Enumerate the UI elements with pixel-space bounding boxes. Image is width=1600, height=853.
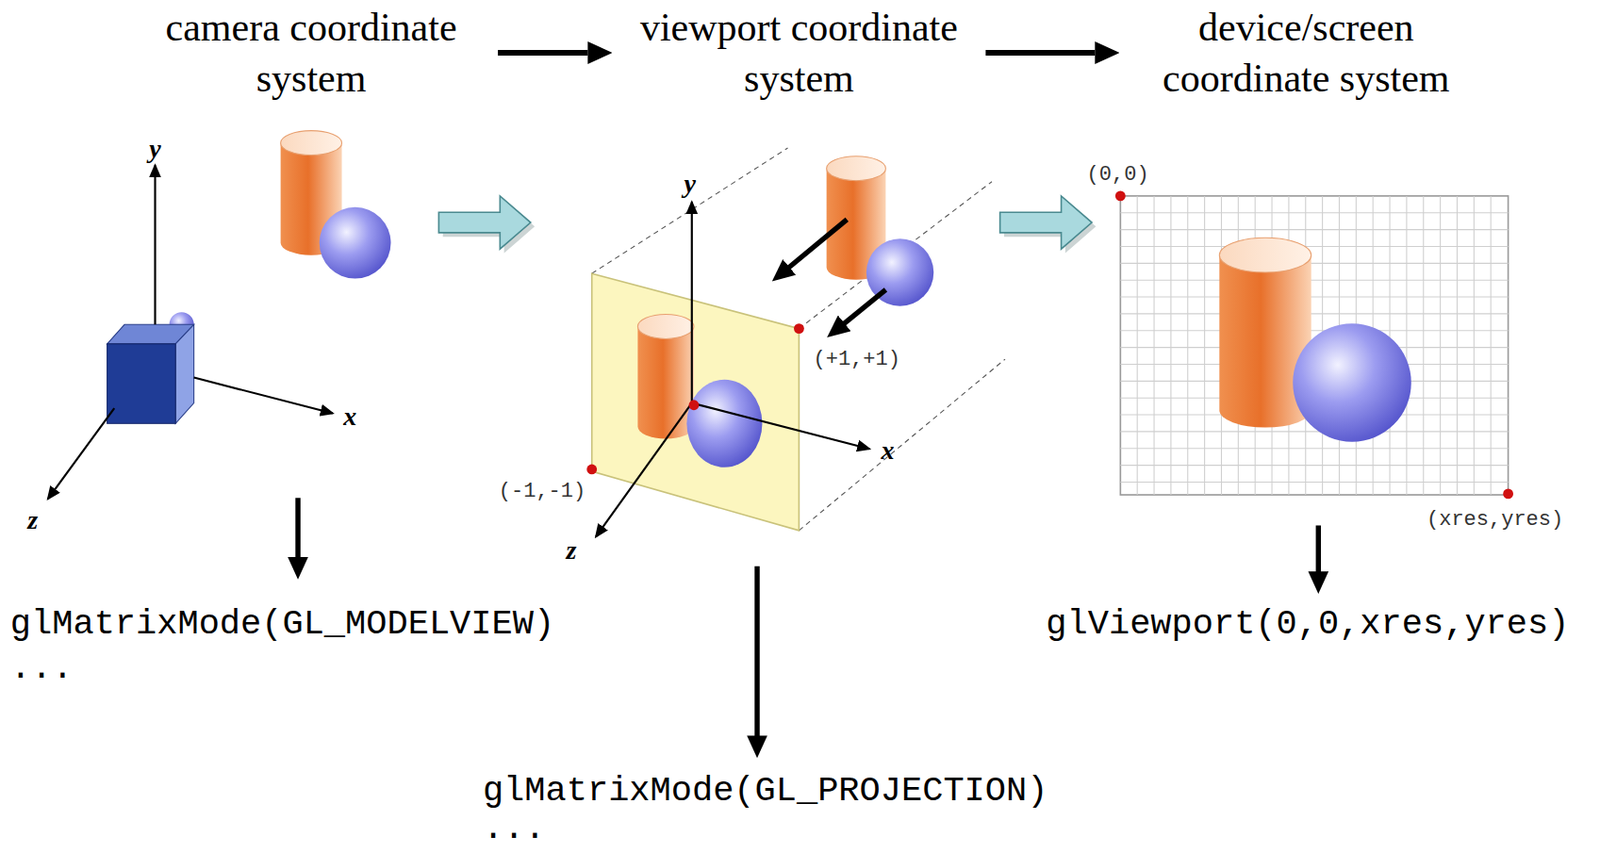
grid-line — [1204, 196, 1205, 495]
cylinder-top — [280, 131, 343, 156]
z-axis — [48, 408, 115, 499]
block-arrow — [438, 196, 530, 249]
heading-text: device/screen coordinate system — [1126, 1, 1485, 104]
corner-dot — [793, 323, 805, 334]
block-arrows — [438, 196, 1096, 254]
axis-label: x — [881, 436, 895, 465]
frustum-edge — [798, 359, 1006, 531]
grid-line — [1120, 229, 1508, 231]
grid-line — [1490, 196, 1492, 495]
view-plane — [592, 273, 800, 531]
down-arrow — [295, 497, 300, 560]
sphere — [1292, 323, 1412, 443]
grid-line — [1473, 196, 1475, 495]
projection-arrow — [788, 219, 848, 269]
code-line: glMatrixMode(GL_PROJECTION) — [482, 772, 1049, 810]
corner-dot — [1502, 489, 1514, 500]
corner-dot — [586, 464, 597, 476]
grid-line — [1422, 196, 1424, 495]
cylinder-top — [826, 156, 887, 182]
axis-label: y — [683, 169, 695, 198]
coordinate-label: (+1,+1) — [813, 347, 901, 373]
coordinate-label: (-1,-1) — [498, 479, 586, 505]
heading-text: viewport coordinate system — [619, 1, 978, 104]
corner-dot — [1115, 190, 1126, 201]
stage-heading: camera coordinate system — [131, 1, 491, 104]
block-arrow — [1000, 196, 1092, 249]
stage-arrow — [985, 49, 1095, 56]
code-line: glViewport(0,0,xres,yres) — [1045, 605, 1569, 644]
coordinate-label: (0,0) — [1087, 163, 1150, 188]
axis-label: x — [343, 402, 357, 431]
axis-label: z — [27, 506, 38, 535]
heading-text: camera coordinate system — [131, 1, 491, 104]
down-arrow — [1316, 525, 1321, 574]
x-axis — [692, 403, 870, 450]
stage-heading: viewport coordinate system — [619, 1, 978, 104]
code-line: glMatrixMode(GL_MODELVIEW) — [10, 605, 555, 644]
grid-line — [1137, 196, 1139, 495]
origin-dot — [689, 399, 700, 411]
stage-heading: device/screen coordinate system — [1126, 1, 1485, 104]
frustum-edge — [592, 148, 789, 274]
grid-line — [1120, 430, 1508, 432]
pixel-grid — [1120, 196, 1508, 495]
cylinder-top — [637, 313, 694, 339]
projected-sphere — [686, 379, 762, 468]
cylinder-top — [1219, 237, 1311, 273]
projected-cylinder — [637, 326, 694, 439]
grid-line — [1120, 296, 1508, 298]
axis-label: y — [148, 134, 161, 164]
axis-label: z — [566, 536, 578, 565]
grid-line — [1187, 196, 1188, 495]
camera-cube — [107, 344, 177, 424]
grid-line — [1120, 329, 1508, 331]
stage-arrow — [497, 49, 588, 56]
sphere — [319, 207, 392, 280]
grid-line — [1120, 212, 1508, 214]
y-axis — [153, 164, 156, 325]
camera-panel — [48, 131, 392, 561]
cube-side — [175, 324, 194, 424]
down-arrow — [754, 566, 759, 739]
code-line: ... — [10, 649, 74, 688]
grid-line — [1120, 313, 1508, 314]
grid-line — [1120, 464, 1508, 466]
grid-line — [1439, 196, 1441, 495]
grid-lines — [1120, 196, 1508, 495]
grid-line — [1405, 196, 1407, 495]
coordinate-label: (xres,yres) — [1426, 508, 1564, 533]
y-axis — [691, 201, 693, 403]
grid-line — [1120, 280, 1508, 281]
projection-arrow — [842, 289, 886, 325]
grid-line — [1154, 196, 1155, 495]
grid-line — [1170, 196, 1172, 495]
code-line: ... — [482, 809, 546, 848]
grid-line — [1456, 196, 1458, 495]
z-axis — [595, 403, 693, 538]
grid-line — [1120, 263, 1508, 264]
grid-line — [1120, 447, 1508, 449]
grid-line — [1120, 481, 1508, 483]
grid-line — [1120, 246, 1508, 248]
x-axis — [194, 378, 333, 414]
viewport-panel — [586, 148, 1006, 739]
